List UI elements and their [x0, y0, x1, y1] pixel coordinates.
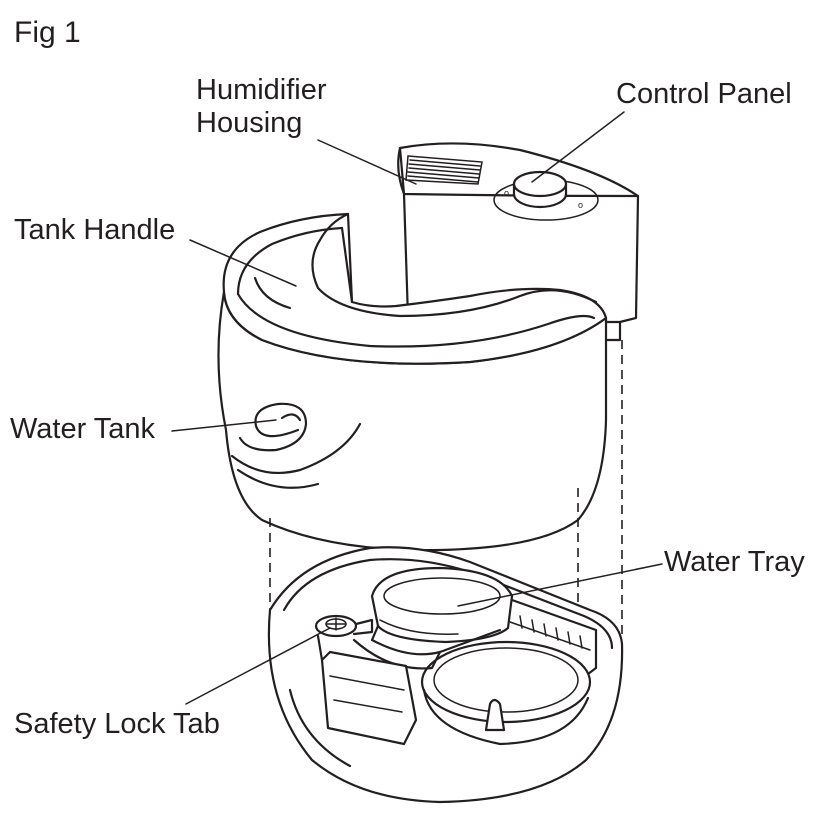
- label-humidifier-housing: Humidifier Housing: [196, 74, 327, 140]
- leader-control-panel: [531, 111, 625, 183]
- label-water-tank: Water Tank: [10, 413, 156, 445]
- label-tank-handle: Tank Handle: [14, 214, 176, 246]
- label-control-panel: Control Panel: [616, 78, 792, 110]
- label-humidifier-housing-line1: Humidifier: [196, 74, 327, 106]
- leader-water-tank: [171, 419, 277, 432]
- leader-housing: [317, 139, 417, 185]
- leader-tank-handle: [189, 239, 297, 287]
- label-water-tray: Water Tray: [664, 546, 805, 578]
- svg-text:o: o: [578, 200, 583, 210]
- label-safety-lock-tab: Safety Lock Tab: [14, 708, 220, 740]
- humidifier-housing: o o: [397, 142, 640, 342]
- tray-compartment: [320, 650, 418, 746]
- leader-water-tray: [457, 563, 663, 607]
- leader-lines: [171, 111, 663, 705]
- water-tray: [267, 546, 624, 804]
- vent-grille: [405, 155, 483, 185]
- figure-title: Fig 1: [14, 16, 81, 49]
- tray-well: [420, 640, 592, 746]
- label-humidifier-housing-line2: Housing: [196, 107, 303, 139]
- svg-text:o: o: [504, 188, 509, 198]
- swirl-emblem: [230, 402, 362, 489]
- reservoir-cup: [370, 566, 514, 644]
- safety-lock-tab: [314, 614, 374, 662]
- leader-safety-lock: [185, 627, 331, 705]
